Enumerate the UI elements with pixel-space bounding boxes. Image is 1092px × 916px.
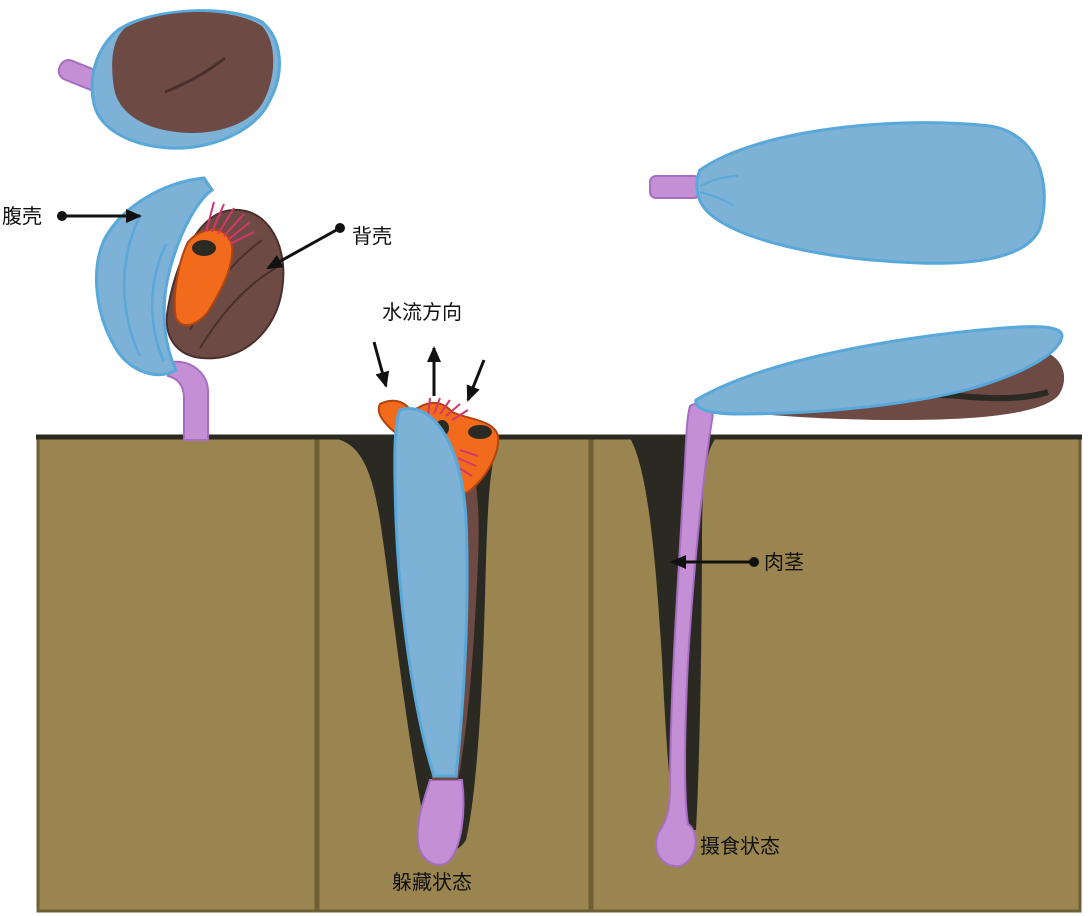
ventral-shell-side: [695, 121, 1046, 265]
pedicle: [166, 360, 209, 441]
pedicle-stub-right: [649, 175, 701, 199]
pedicle-label: 肉茎: [764, 550, 804, 574]
water-flow-label: 水流方向: [382, 300, 462, 324]
pedicle-pointer: [670, 555, 759, 569]
feeding-state-label: 摄食状态: [700, 834, 780, 858]
brachiopod-feeding: [655, 325, 1065, 868]
shell-top-view: [57, 9, 281, 150]
ventral-valve-label: 腹壳: [2, 204, 42, 228]
setae: [205, 201, 255, 245]
sediment-block-left: [36, 435, 318, 913]
pedicle-hiding: [416, 779, 465, 866]
ventral-shell-hiding: [393, 407, 469, 778]
ventral-valve-pointer: [57, 209, 142, 223]
pedicle-feeding: [655, 402, 714, 868]
dorsal-valve-label: 背壳: [352, 224, 392, 248]
shell-side-view: [649, 121, 1046, 265]
brachiopod-open: [95, 176, 285, 441]
dorsal-valve-pointer: [266, 223, 345, 270]
lophophore: [173, 228, 234, 327]
dorsal-shell-top: [112, 11, 274, 133]
sediment-ground: [36, 434, 1082, 913]
hiding-state-label: 躲藏状态: [392, 870, 472, 894]
brachiopod-hiding: [377, 397, 500, 866]
water-flow-arrows: [372, 341, 486, 402]
ventral-shell-feeding: [694, 325, 1064, 416]
